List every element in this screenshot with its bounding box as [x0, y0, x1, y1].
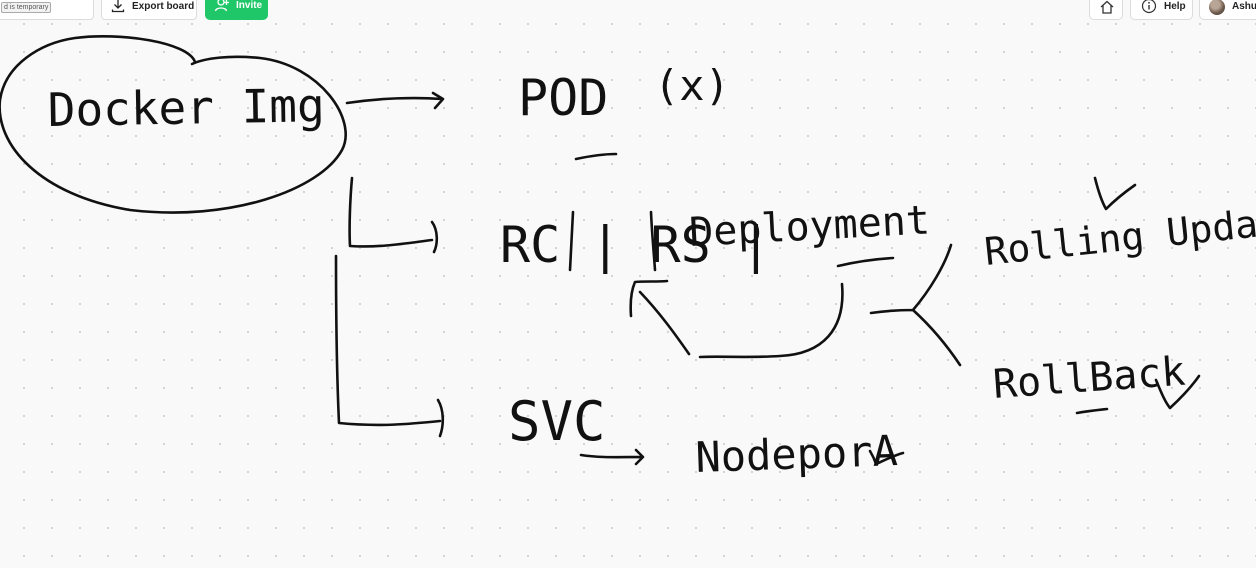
help-button[interactable]: Help: [1130, 0, 1193, 20]
home-button[interactable]: [1089, 0, 1123, 20]
user-name: Ashut: [1232, 1, 1256, 12]
arrow-to-nodeport: [579, 448, 645, 466]
rc-rs-divider: [568, 210, 657, 272]
label-pod: POD: [518, 69, 608, 127]
invite-button[interactable]: Invite: [205, 0, 268, 20]
home-icon: [1099, 0, 1115, 20]
nodeport-check: [868, 449, 905, 466]
add-user-icon: [214, 0, 230, 18]
feedback-arrow-head: [629, 279, 691, 356]
label-rolling-updates: Rolling Updates: [982, 194, 1256, 274]
label-nodeport: NodeporA: [695, 426, 899, 482]
pod-underline: [574, 152, 618, 161]
label-x: (x): [654, 61, 730, 110]
bracket-to-deployment: [348, 176, 439, 254]
info-icon: [1141, 0, 1157, 19]
arrow-to-pod: [345, 91, 445, 110]
help-label: Help: [1164, 1, 1186, 12]
bracket-to-svc: [334, 254, 445, 438]
rollback-underline: [1075, 407, 1109, 415]
board-selector[interactable]: oard d is temporary ▼: [0, 0, 94, 20]
label-rollback: RollBack: [991, 349, 1186, 408]
chevron-down-icon[interactable]: ▼: [75, 0, 83, 1]
user-menu[interactable]: Ashut: [1199, 0, 1256, 20]
branch-connector: [869, 243, 962, 367]
download-icon: [111, 0, 125, 18]
invite-label: Invite: [236, 0, 263, 11]
rollback-check: [1154, 374, 1201, 410]
avatar: [1209, 0, 1225, 15]
temporary-badge: d is temporary: [1, 2, 52, 13]
feedback-arrow: [698, 282, 844, 359]
export-board-label: Export board: [132, 1, 195, 12]
label-svc: SVC: [508, 390, 606, 453]
docker-ellipse-stroke: [0, 35, 347, 214]
toolbar: oard d is temporary ▼ Export board Invit…: [0, 0, 1256, 24]
rolling-check: [1093, 176, 1137, 211]
label-rc-rs: RC | RS |: [500, 216, 771, 274]
label-docker-img: Docker Img: [47, 78, 325, 137]
deployment-underline: [836, 256, 895, 268]
label-deployment: Deployment: [688, 197, 931, 256]
export-board-button[interactable]: Export board: [101, 0, 197, 20]
